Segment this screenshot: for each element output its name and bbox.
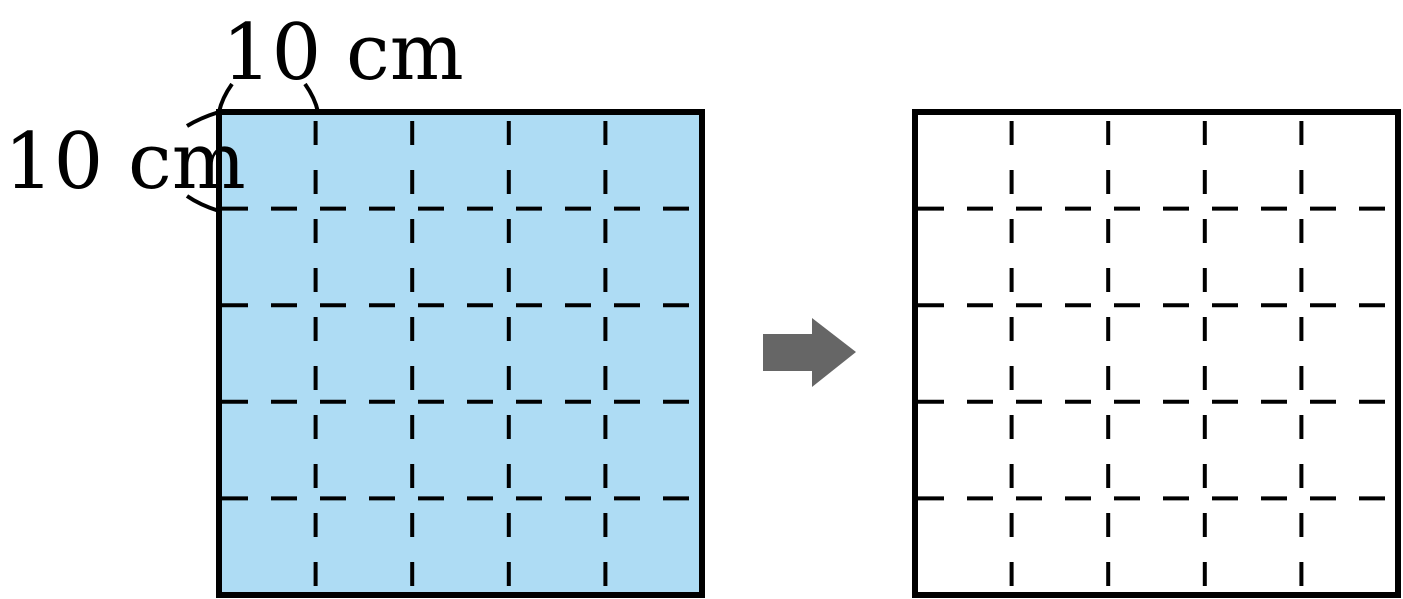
filled-square-outline: [216, 109, 705, 598]
empty-square: [912, 109, 1401, 598]
right-arrow-icon: [763, 318, 856, 387]
left-dimension-brace: [185, 110, 220, 213]
top-dimension-brace: [217, 82, 320, 113]
filled-square: [216, 109, 705, 598]
empty-square-background: [915, 112, 1398, 595]
filled-square-background: [219, 112, 702, 595]
top-dimension-label: 10 cm: [222, 8, 464, 98]
empty-square-outline: [912, 109, 1401, 598]
filled-square-dashed-grid: [222, 115, 699, 592]
left-dimension-label: 10 cm: [4, 117, 246, 207]
empty-square-dashed-grid: [918, 115, 1395, 592]
